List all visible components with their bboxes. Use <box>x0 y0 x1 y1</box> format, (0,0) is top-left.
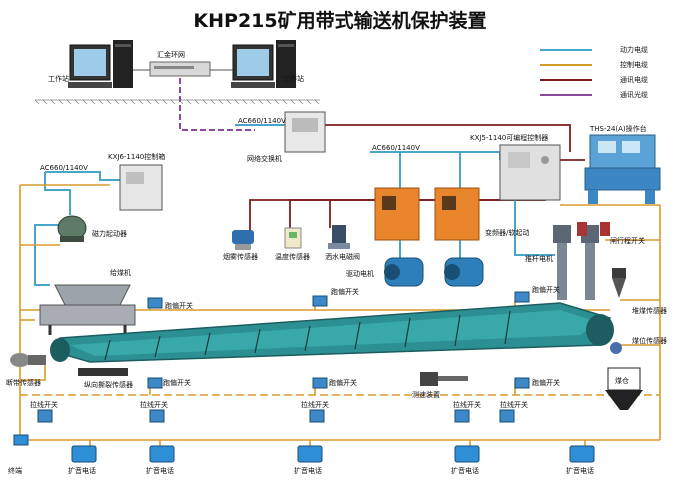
legend-label: 动力电缆 <box>620 46 648 54</box>
deviation-switch-label-2: 跑偏开关 <box>331 288 359 296</box>
ring-switch <box>133 61 233 77</box>
power-cable-lines <box>34 124 555 286</box>
inverter-1 <box>374 187 420 241</box>
deviation-switch-label-6: 跑偏开关 <box>532 379 560 387</box>
terminal-unit <box>13 434 29 446</box>
pushrod-motor-1 <box>553 225 571 300</box>
drive-motor-2 <box>444 257 484 287</box>
inverter-label: 变频器/软起动 <box>485 229 530 237</box>
pull-switch-label-1: 拉线开关 <box>30 401 58 409</box>
tear-sensor-device <box>78 368 128 376</box>
phone-label-3: 扩音电话 <box>294 467 322 475</box>
conveyor-belt <box>50 302 614 363</box>
temperature-sensor <box>284 227 302 249</box>
water-valve <box>328 225 350 249</box>
break-sensor-device <box>10 353 46 367</box>
workstation-left-label: 工作站 <box>48 75 69 83</box>
floor-hatching <box>34 99 320 105</box>
speed-device-label: 测速装置 <box>412 391 440 399</box>
phone-label-2: 扩音电话 <box>146 467 174 475</box>
pile-sensor-device <box>612 268 626 298</box>
deviation-switch-label-5: 跑偏开关 <box>329 379 357 387</box>
feeder-label: 给煤机 <box>110 269 131 277</box>
coal-level-device <box>610 342 622 354</box>
workstation-left <box>68 40 133 88</box>
pull-switch-label-4: 拉线开关 <box>453 401 481 409</box>
phone-label-1: 扩音电话 <box>68 467 96 475</box>
phone-label-5: 扩音电话 <box>566 467 594 475</box>
legend-label: 通讯光缆 <box>620 91 648 99</box>
magnetic-starter-label: 磁力起动器 <box>92 230 127 238</box>
workstation-right <box>231 40 296 88</box>
pull-switch-label-5: 拉线开关 <box>500 401 528 409</box>
kxj6-control-box <box>119 164 163 211</box>
drive-motor-1 <box>384 257 424 287</box>
legend-control-cable: 控制电缆 <box>540 60 680 70</box>
smoke-sensor <box>232 230 254 250</box>
workstation-right-label: 工作站 <box>283 75 304 83</box>
network-switch-box <box>284 111 326 153</box>
fiber-cable-line <box>179 78 255 131</box>
legend-label: 通讯电缆 <box>620 76 648 84</box>
drive-motor-label: 驱动电机 <box>346 270 374 278</box>
ac-voltage-label-3: AC660/1140V <box>40 164 88 172</box>
magnetic-starter <box>57 215 87 242</box>
kxj5-controller-box <box>499 144 561 201</box>
network-switch-label: 网络交换机 <box>247 155 282 163</box>
pull-switch-units <box>37 409 515 423</box>
smoke-sensor-label: 烟雾传感器 <box>223 253 258 261</box>
kxj5-label: KXJ5-1140可编程控制器 <box>470 134 549 142</box>
legend-fiber-cable: 通讯光缆 <box>540 90 680 100</box>
legend-label: 控制电缆 <box>620 61 648 69</box>
ac-voltage-label-2: AC660/1140V <box>372 144 420 152</box>
pile-sensor-label: 堆煤传感器 <box>632 307 667 315</box>
temperature-sensor-label: 温度传感器 <box>275 253 310 261</box>
pushrod-motor-label: 推杆电机 <box>525 255 553 263</box>
deviation-switch-units <box>147 291 530 389</box>
legend-swatch <box>540 94 592 96</box>
ths-label: THS-24(A)操作台 <box>590 125 647 133</box>
coal-level-sensor-label: 煤位传感器 <box>632 337 667 345</box>
kxj6-label: KXJ6-1140控制箱 <box>108 153 166 161</box>
ac-voltage-label-1: AC660/1140V <box>238 117 286 125</box>
coal-bin-shape <box>605 367 643 410</box>
water-valve-label: 洒水电磁阀 <box>325 253 360 261</box>
feeder-machine <box>39 284 136 335</box>
legend-power-cable: 动力电缆 <box>540 45 680 55</box>
ths-console <box>584 134 661 204</box>
gate-switch-devices <box>577 222 610 236</box>
pushrod-motor-2 <box>581 225 599 300</box>
speaker-phone-units <box>71 445 595 463</box>
coal-bin-label: 煤仓 <box>615 377 629 385</box>
break-sensor-label: 断带传感器 <box>6 379 41 387</box>
phone-label-4: 扩音电话 <box>451 467 479 475</box>
gate-switch-label: 闸行程开关 <box>610 237 645 245</box>
pull-switch-label-2: 拉线开关 <box>140 401 168 409</box>
terminal-label: 终端 <box>8 467 22 475</box>
diagram-title: KHP215矿用带式输送机保护装置 <box>193 10 487 32</box>
speed-device-unit <box>420 372 468 386</box>
tear-sensor-label: 纵向撕裂传感器 <box>84 381 133 389</box>
deviation-switch-label-1: 跑偏开关 <box>165 302 193 310</box>
legend-swatch <box>540 64 592 66</box>
deviation-switch-label-3: 跑偏开关 <box>532 286 560 294</box>
legend-swatch <box>540 79 592 81</box>
hub-label: 汇金环网 <box>157 51 185 59</box>
inverter-2 <box>434 187 480 241</box>
legend-comm-cable: 通讯电缆 <box>540 75 680 85</box>
legend-swatch <box>540 49 592 51</box>
pull-switch-label-3: 拉线开关 <box>301 401 329 409</box>
deviation-switch-label-4: 跑偏开关 <box>163 379 191 387</box>
